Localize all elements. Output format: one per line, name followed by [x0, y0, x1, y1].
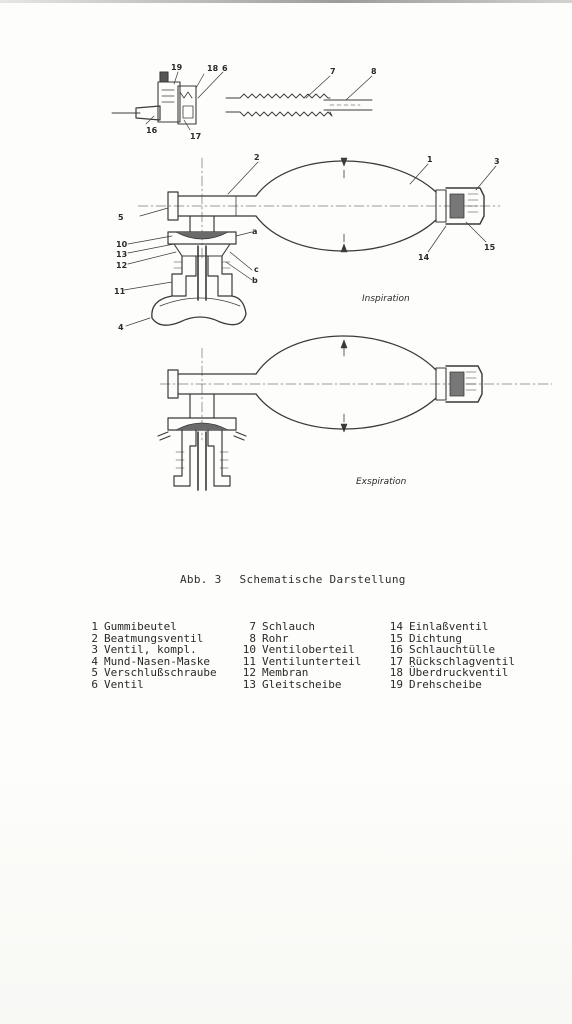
expiration-view: [157, 335, 553, 491]
inspiration-label: Inspiration: [362, 294, 410, 304]
schematic-diagram: 19 18 6 16 17 7 8 2 1 3 5 15 14 10 13 12…: [111, 63, 553, 491]
legend-item-number: 5: [91, 666, 98, 680]
legend-item-text: Mund-Nasen-Maske: [104, 654, 210, 668]
callout-13: 13: [116, 250, 127, 259]
legend-column-1: 1 Gummibeutel 2 Beatmungsventil 3 Ventil, kom…: [84, 621, 217, 691]
legend-item-number: 18: [389, 666, 403, 680]
callout-14: 14: [418, 253, 430, 262]
legend-item-text: Rohr: [262, 631, 289, 645]
legend-item-number: 3: [91, 643, 98, 657]
legend-item: 14 Einlaßventil: [385, 621, 515, 633]
callout-4: 4: [118, 323, 124, 332]
hose-and-tube: [225, 75, 373, 117]
legend-item-number: 19: [389, 677, 403, 691]
legend-item-number: 10: [242, 643, 256, 657]
callout-2: 2: [254, 153, 260, 162]
inspiration-view: [123, 157, 501, 327]
expiration-label: Exspiration: [356, 477, 407, 487]
callout-1: 1: [427, 155, 433, 164]
callout-11: 11: [114, 287, 126, 296]
callout-c: c: [254, 265, 259, 274]
legend-item-number: 12: [242, 666, 256, 680]
figure-title: Schematische Darstellung: [239, 573, 406, 586]
legend-item-text: Gleitscheibe: [262, 677, 342, 691]
legend-item-text: Dichtung: [409, 631, 462, 645]
scan-edge: [0, 0, 572, 3]
legend-item-number: 11: [242, 654, 256, 668]
legend-item-text: Überdruckventil: [409, 666, 509, 680]
legend-item-text: Drehscheibe: [409, 677, 482, 691]
legend-item: 6 Ventil: [84, 679, 217, 691]
legend-item-number: 13: [242, 677, 256, 691]
legend-item-text: Ventiloberteil: [262, 643, 355, 657]
callout-3: 3: [494, 157, 500, 166]
legend-item-text: Rückschlagventil: [409, 654, 515, 668]
callout-19: 19: [171, 63, 183, 72]
callout-labels: 19 18 6 16 17 7 8 2 1 3 5 15 14 10 13 12…: [114, 63, 500, 487]
legend-item-number: 4: [91, 654, 98, 668]
callout-6: 6: [222, 64, 228, 73]
legend-item: 16 Schlauchtülle: [385, 644, 515, 656]
legend-column-2: 7 Schlauch 8 Rohr 10 Ventiloberteil 11 Ventilun…: [234, 621, 362, 691]
figure-caption: Abb. 3 Schematische Darstellung: [180, 573, 406, 586]
legend-item: 17 Rückschlagventil: [385, 656, 515, 668]
callout-10: 10: [116, 240, 128, 249]
legend-item-text: Verschlußschraube: [104, 666, 217, 680]
callout-8: 8: [371, 67, 377, 76]
legend-item-number: 14: [389, 620, 403, 633]
callout-12: 12: [116, 261, 127, 270]
legend-item-text: Schlauch: [262, 620, 315, 633]
legend-item: 8 Rohr: [234, 631, 361, 645]
callout-5: 5: [118, 213, 124, 222]
legend-item-number: 2: [91, 631, 98, 645]
valve-detail: [111, 71, 224, 131]
legend-item-number: 8: [249, 631, 256, 645]
callout-7: 7: [330, 67, 336, 76]
legend-item-number: 17: [389, 654, 403, 668]
legend-item: 7 Schlauch: [234, 621, 361, 633]
callout-16: 16: [146, 126, 158, 135]
legend-item: 12 Membran: [234, 667, 361, 679]
legend-item-number: 6: [91, 677, 98, 691]
callout-a: a: [252, 227, 257, 236]
legend-item-text: Einlaßventil: [409, 620, 489, 633]
legend-item: 4 Mund-Nasen-Maske: [84, 656, 217, 668]
legend-item: 2 Beatmungsventil: [84, 631, 217, 645]
callout-17: 17: [190, 132, 201, 141]
legend-item-number: 15: [389, 631, 403, 645]
legend-item: 10 Ventiloberteil: [234, 644, 361, 656]
legend-item: 11 Ventilunterteil: [234, 654, 362, 668]
figure-number: Abb. 3: [180, 573, 222, 586]
page-shading: [0, 785, 572, 1024]
legend-item: 13 Gleitscheibe: [234, 679, 361, 691]
callout-18: 18: [207, 64, 219, 73]
legend-item-text: Ventil, kompl.: [104, 643, 197, 657]
legend-item-number: 7: [249, 620, 256, 633]
callout-b: b: [252, 276, 258, 285]
legend-item-text: Ventilunterteil: [262, 654, 362, 668]
callout-15: 15: [484, 243, 496, 252]
legend-item-number: 1: [91, 620, 98, 633]
legend-item-text: Membran: [262, 666, 309, 680]
legend-item: 18 Überdruckventil: [385, 667, 515, 679]
legend-item: 15 Dichtung: [385, 631, 515, 645]
legend-item: 19 Drehscheibe: [385, 679, 515, 691]
legend-item-text: Ventil: [104, 677, 144, 691]
legend-item-text: Beatmungsventil: [104, 631, 204, 645]
legend-item: 5 Verschlußschraube: [84, 666, 217, 680]
legend-item-number: 16: [389, 643, 403, 657]
legend-item: 1 Gummibeutel: [84, 621, 217, 633]
legend-item-text: Gummibeutel: [104, 620, 177, 633]
legend-item-text: Schlauchtülle: [409, 643, 496, 657]
legend-item: 3 Ventil, kompl.: [84, 644, 217, 656]
